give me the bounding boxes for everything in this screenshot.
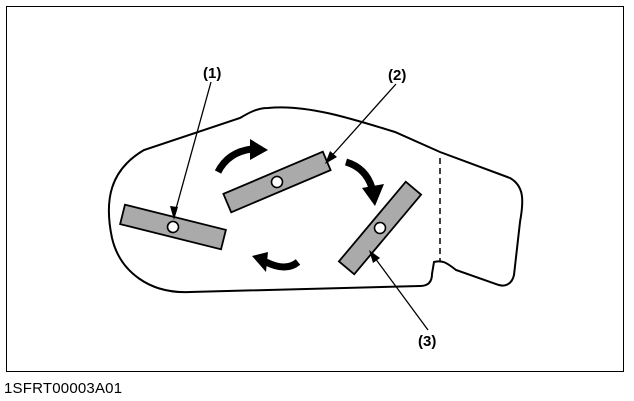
curved-arrow-icon	[252, 252, 301, 272]
leader-line-3	[371, 253, 429, 331]
plate-3	[337, 180, 423, 276]
figure-code: 1SFRT00003A01	[4, 380, 123, 397]
housing-outline	[107, 106, 524, 294]
callout-label-2: (2)	[388, 67, 406, 84]
callout-label-3: (3)	[418, 333, 436, 350]
leader-arrowhead-2	[325, 151, 337, 164]
curved-arrow-icon	[344, 158, 384, 206]
pivot-circle-icon	[270, 175, 284, 189]
figure-frame	[6, 6, 624, 372]
leader-line-1	[173, 81, 212, 217]
leader-line-2	[327, 83, 397, 161]
leader-arrowhead-3	[369, 250, 380, 263]
leader-arrowhead-1	[170, 206, 178, 220]
callout-label-1: (1)	[203, 65, 221, 82]
pivot-circle-icon	[373, 221, 387, 235]
curved-arrow-icon	[214, 139, 268, 174]
plate-1	[119, 203, 227, 251]
pivot-circle-icon	[166, 220, 180, 234]
